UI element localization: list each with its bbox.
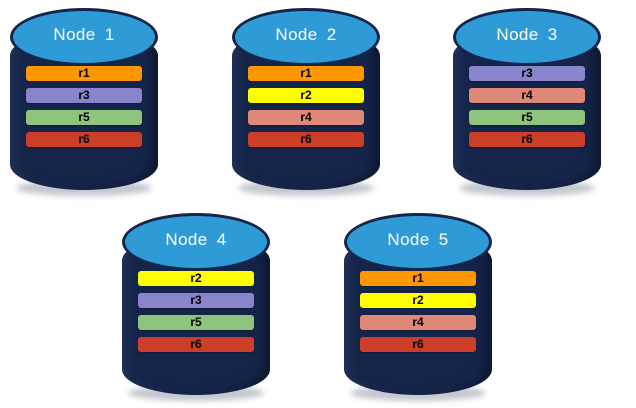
replica-bar-r2[interactable]: r2 (138, 271, 254, 286)
replica-bar-r5[interactable]: r5 (26, 110, 142, 125)
replica-bar-r4[interactable]: r4 (360, 315, 476, 330)
replica-bar-r1[interactable]: r1 (360, 271, 476, 286)
replica-bar-r3[interactable]: r3 (138, 293, 254, 308)
replica-bar-r6[interactable]: r6 (138, 337, 254, 352)
replica-bar-r2[interactable]: r2 (360, 293, 476, 308)
node-cylinder-top-icon (232, 8, 380, 66)
node-cylinder-top-icon (453, 8, 601, 66)
replica-list: r1 r3 r5 r6 (10, 66, 158, 154)
replica-bar-r6[interactable]: r6 (469, 132, 585, 147)
replica-list: r1 r2 r4 r6 (232, 66, 380, 154)
replica-list: r1 r2 r4 r6 (344, 271, 492, 359)
node-cylinder-top-icon (122, 213, 270, 271)
replica-bar-r4[interactable]: r4 (469, 88, 585, 103)
replica-list: r3 r4 r5 r6 (453, 66, 601, 154)
replica-bar-r6[interactable]: r6 (248, 132, 364, 147)
replica-bar-r6[interactable]: r6 (360, 337, 476, 352)
replica-bar-r4[interactable]: r4 (248, 110, 364, 125)
replica-bar-r1[interactable]: r1 (26, 66, 142, 81)
replica-bar-r5[interactable]: r5 (138, 315, 254, 330)
replica-bar-r2[interactable]: r2 (248, 88, 364, 103)
replica-list: r2 r3 r5 r6 (122, 271, 270, 359)
replica-bar-r1[interactable]: r1 (248, 66, 364, 81)
node-cylinder-top-icon (10, 8, 158, 66)
node-cylinder-top-icon (344, 213, 492, 271)
replica-bar-r3[interactable]: r3 (469, 66, 585, 81)
replica-bar-r6[interactable]: r6 (26, 132, 142, 147)
replica-bar-r5[interactable]: r5 (469, 110, 585, 125)
replica-bar-r3[interactable]: r3 (26, 88, 142, 103)
